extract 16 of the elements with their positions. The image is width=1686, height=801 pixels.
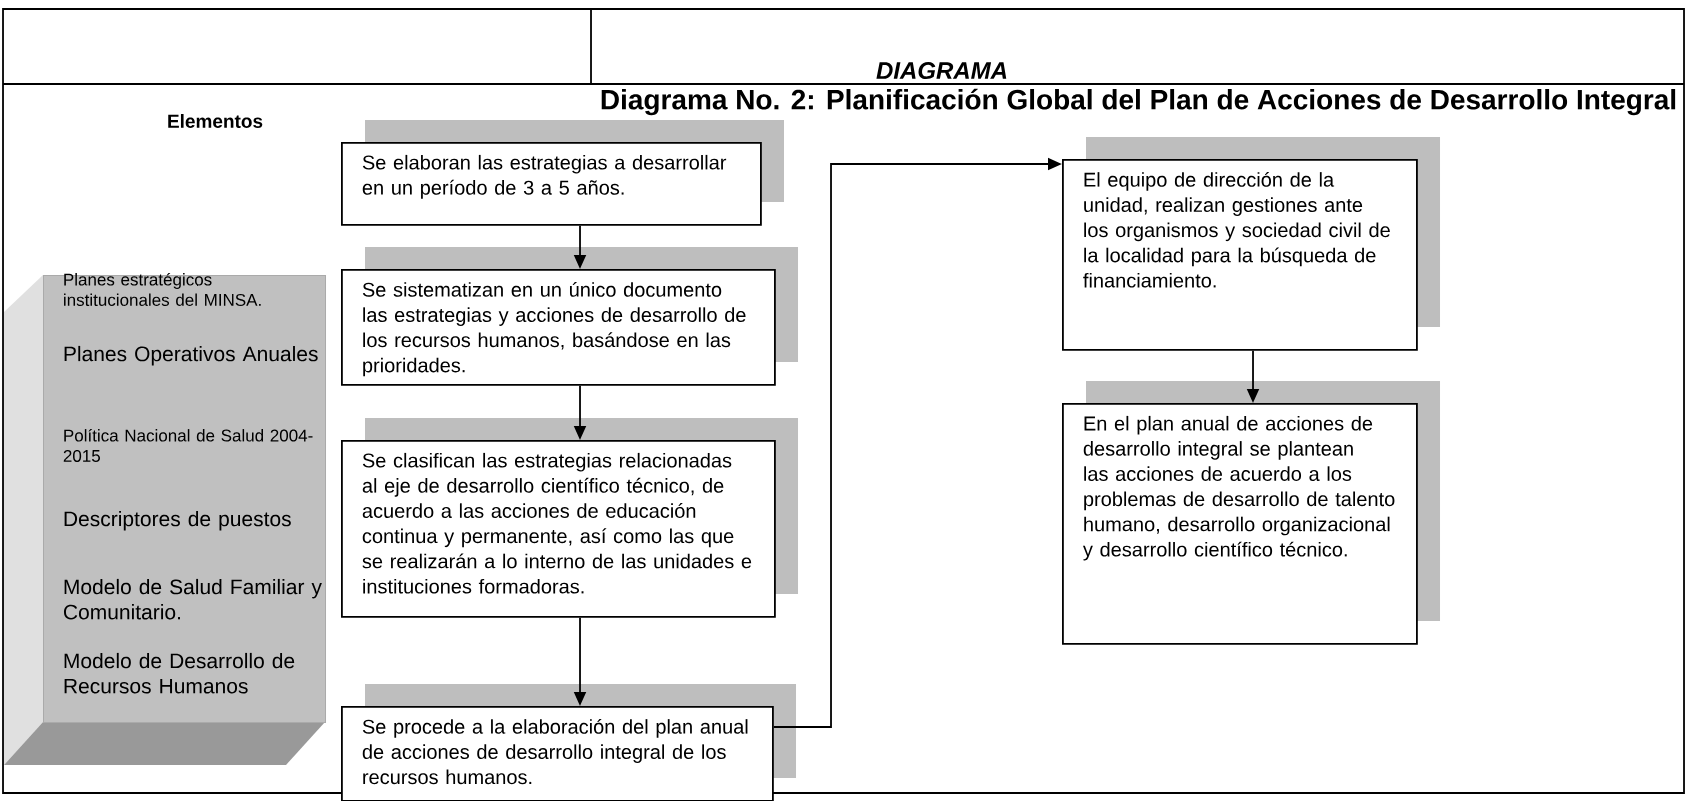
process-box: Se sistematizan en un único documento las estrategias y acciones de desarrollo de los recursos humanos, basándose en las prioridades. — [341, 247, 798, 386]
list-item: Planes Operativos Anuales — [64, 345, 318, 366]
title: Diagrama No. 2: Planificación Global del Plan de Acciones de Desarrollo Integral — [601, 88, 1676, 116]
process-box: Se clasifican las estrategias relacionadas al eje de desarrollo científico técnico, de acuerdo a las acciones de educación continua y permanente, así como las que se realizarán a lo interno de las unidades e instituciones formadoras. — [341, 418, 798, 618]
process-box: Se elaboran las estrategias a desarrollar en un período de 3 a 5 años. — [341, 120, 784, 226]
list-item: Planes estratégicos institucionales del MINSA. — [64, 272, 261, 306]
list-item: Modelo de Desarrollo de Recursos Humanos — [64, 652, 295, 694]
bevel-box — [4, 275, 326, 765]
heading: DIAGRAMA — [876, 62, 1007, 80]
list-item: Política Nacional de Salud 2004-2015 — [63, 428, 313, 462]
list-item: Modelo de Salud Familiar y Comunitario. — [64, 578, 322, 620]
list-item: Descriptores de puestos — [64, 510, 291, 531]
process-box: El equipo de dirección de la unidad, realizan gestiones ante los organismos y sociedad civil de la localidad para la búsqueda de financiamiento. — [1062, 137, 1440, 351]
label: Elementos — [168, 114, 263, 128]
process-box: Se procede a la elaboración del plan anual de acciones de desarrollo integral de los recursos humanos. — [341, 684, 796, 801]
process-box: En el plan anual de acciones de desarrollo integral se plantean las acciones de acuerdo a los problemas de desarrollo de talento humano, desarrollo organizacional y desarrollo científico técnico. — [1062, 381, 1440, 645]
